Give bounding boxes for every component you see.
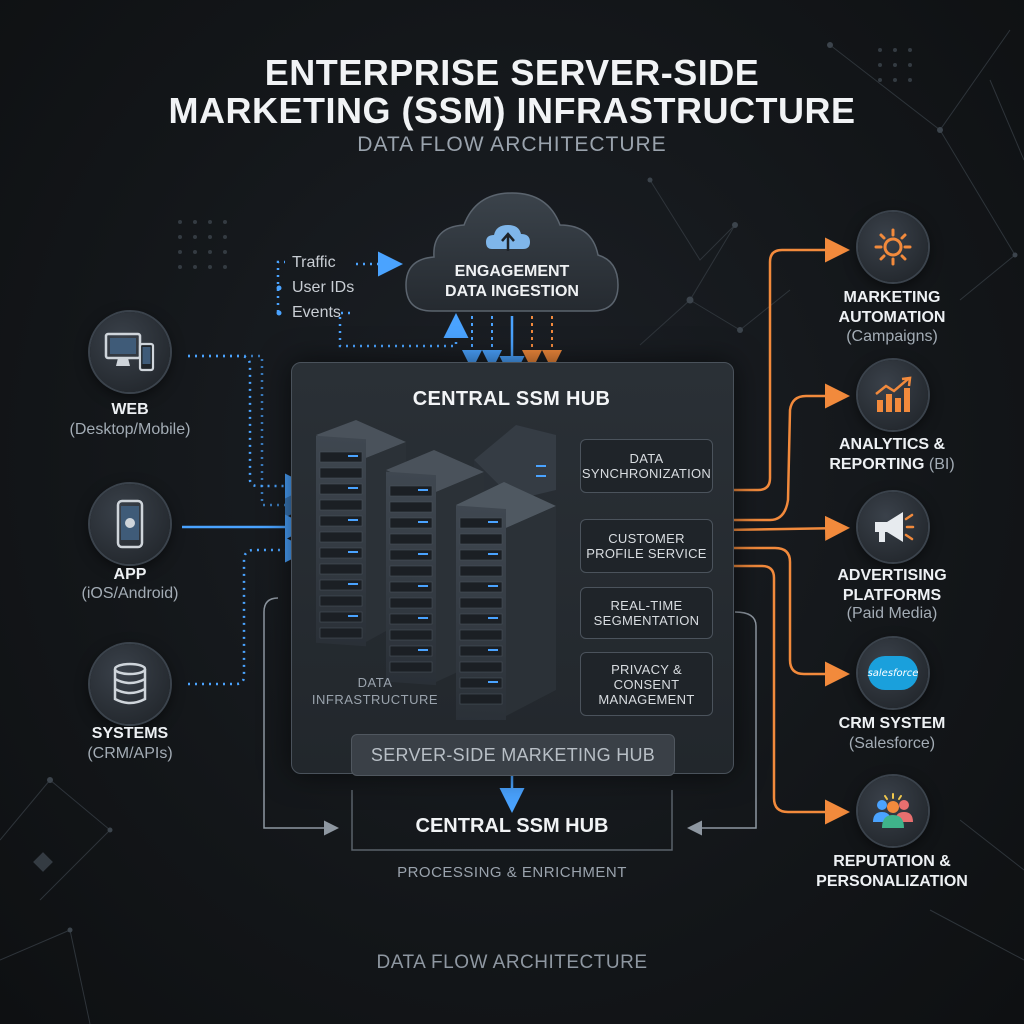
- diagram-title-line-1: ENTERPRISE SERVER-SIDE: [264, 52, 760, 93]
- diagram-subtitle: DATA FLOW ARCHITECTURE: [357, 133, 667, 156]
- bar-chart-icon: [875, 376, 912, 412]
- service-privacy-consent: PRIVACY & CONSENT MANAGEMENT: [580, 652, 713, 716]
- service-label-line: REAL-TIME: [610, 598, 683, 613]
- advertising-sub: (Paid Media): [846, 605, 938, 622]
- reputation-icon: [858, 776, 928, 846]
- analytics-line-2-suffix: (BI): [928, 456, 955, 473]
- advertising-icon: [858, 492, 928, 562]
- crm-sub: (Salesforce): [848, 735, 936, 752]
- reputation-line-2: PERSONALIZATION: [816, 873, 968, 890]
- signals-flow-line: [276, 260, 285, 312]
- server-racks-illustration: [316, 420, 556, 720]
- advertising-label: ADVERTISING PLATFORMS: [800, 566, 984, 606]
- advertising-line-2: PLATFORMS: [842, 587, 942, 604]
- to-reputation-line: [722, 564, 850, 825]
- footer-caption: DATA FLOW ARCHITECTURE: [376, 952, 648, 973]
- advertising-line-1: ADVERTISING: [837, 567, 947, 584]
- analytics-line-2-main: REPORTING: [829, 456, 925, 473]
- service-customer-profile: CUSTOMER PROFILE SERVICE: [580, 519, 713, 573]
- systems-source-icon: [90, 644, 170, 724]
- to-crm-line: [722, 546, 850, 687]
- ingestion-cloud: [405, 192, 619, 312]
- app-source-label: APP: [113, 566, 147, 583]
- analytics-label: ANALYTICS & REPORTING (BI): [800, 435, 984, 475]
- to-marketing-automation-line: [722, 237, 850, 492]
- service-label-line: MANAGEMENT: [598, 691, 695, 707]
- signal-bullets: [276, 285, 282, 316]
- marketing-automation-sub: (Campaigns): [846, 328, 938, 345]
- service-label-line: CUSTOMER: [608, 531, 685, 546]
- service-label-line: DATA: [629, 451, 664, 466]
- web-flow-line-2: [188, 354, 310, 518]
- app-source-sub: (iOS/Android): [81, 585, 179, 602]
- ingestion-label-line-1: ENGAGEMENT: [454, 263, 570, 280]
- server-side-marketing-hub-label: SERVER-SIDE MARKETING HUB: [351, 734, 675, 776]
- web-source-label: WEB: [111, 401, 149, 418]
- processing-caption: PROCESSING & ENRICHMENT: [397, 864, 627, 881]
- service-label-line: CONSENT: [613, 676, 680, 692]
- diagram-title-line-2: MARKETING (SSM) INFRASTRUCTURE: [168, 90, 856, 131]
- data-infrastructure-line-1: DATA: [357, 675, 393, 690]
- to-analytics-line: [722, 383, 850, 522]
- to-advertising-line: [721, 515, 850, 541]
- megaphone-icon: [875, 512, 915, 542]
- events-to-ingestion-line: [338, 311, 469, 348]
- crm-icon: salesforce: [858, 638, 928, 708]
- salesforce-logo-icon: salesforce: [868, 656, 918, 690]
- signal-user-ids: User IDs: [292, 279, 355, 296]
- marketing-automation-line-1: MARKETING: [843, 289, 941, 306]
- data-infrastructure-line-2: INFRASTRUCTURE: [311, 692, 439, 707]
- database-icon: [113, 662, 147, 705]
- crm-label: CRM SYSTEM: [838, 715, 946, 732]
- service-label-line: SEGMENTATION: [593, 613, 700, 628]
- systems-source-sub: (CRM/APIs): [87, 745, 173, 762]
- systems-flow-line: [188, 537, 310, 686]
- cloud-upload-icon: [486, 225, 530, 251]
- service-real-time-segmentation: REAL-TIME SEGMENTATION: [580, 587, 713, 639]
- service-label-line: PROFILE SERVICE: [586, 546, 707, 561]
- marketing-automation-line-2: AUTOMATION: [838, 309, 946, 326]
- service-data-synchronization: DATA SYNCHRONIZATION: [580, 439, 713, 493]
- central-hub-title: CENTRAL SSM HUB: [412, 388, 611, 410]
- analytics-line-1: ANALYTICS &: [838, 436, 946, 453]
- service-label-line: PRIVACY &: [611, 661, 682, 677]
- web-source-icon: [90, 312, 170, 392]
- smartphone-icon: [116, 499, 144, 549]
- marketing-automation-icon: [858, 212, 928, 282]
- app-source-icon: [90, 484, 170, 564]
- systems-source-label: SYSTEMS: [91, 725, 169, 742]
- ingestion-label-line-2: DATA INGESTION: [445, 283, 579, 300]
- desktop-mobile-icon: [104, 332, 155, 372]
- people-group-icon: [873, 793, 913, 828]
- gear-icon: [874, 228, 912, 266]
- web-source-sub: (Desktop/Mobile): [69, 421, 191, 438]
- service-label-line: SYNCHRONIZATION: [581, 466, 712, 481]
- reputation-label: REPUTATION & PERSONALIZATION: [800, 852, 984, 892]
- ingestion-label: ENGAGEMENT DATA INGESTION: [412, 262, 612, 302]
- analytics-icon: [858, 360, 928, 430]
- data-infrastructure-label: DATA INFRASTRUCTURE: [300, 674, 450, 708]
- processing-hub-title: CENTRAL SSM HUB: [415, 815, 609, 837]
- analytics-line-2: REPORTING (BI): [800, 455, 984, 475]
- reputation-line-1: REPUTATION &: [833, 853, 951, 870]
- marketing-automation-label: MARKETING AUTOMATION: [800, 288, 984, 328]
- signal-events: Events: [292, 304, 341, 321]
- signal-traffic: Traffic: [292, 254, 336, 271]
